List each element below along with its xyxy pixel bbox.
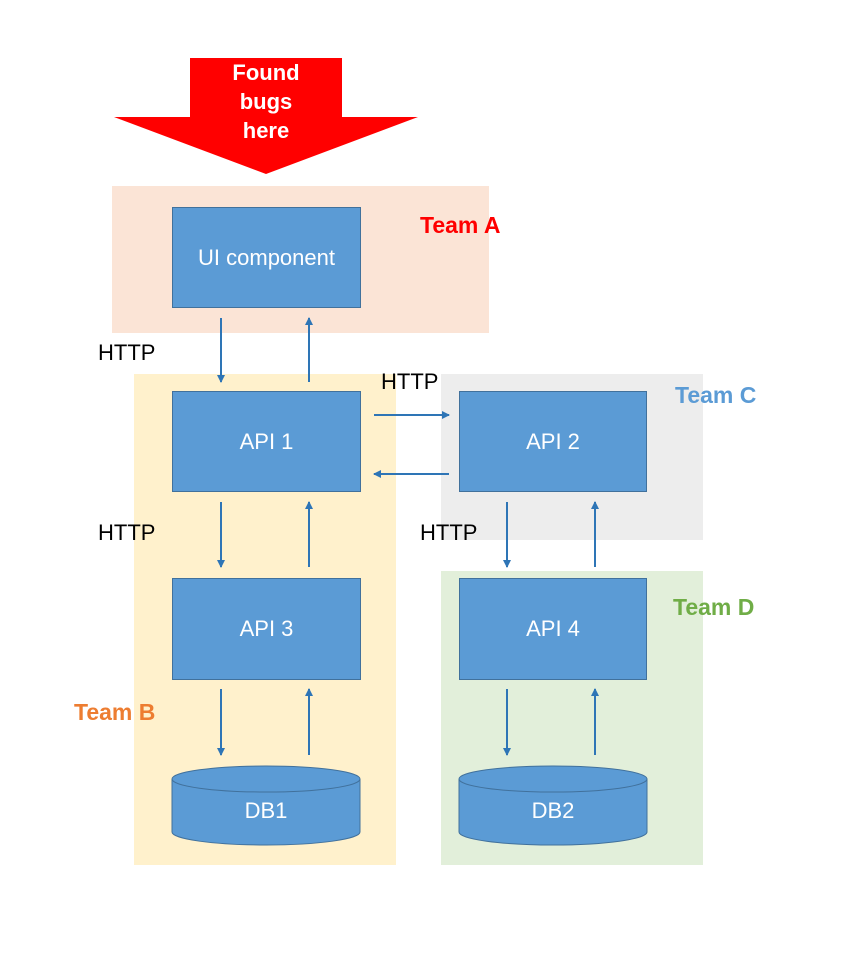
http-label-api2-api4: HTTP xyxy=(420,520,478,545)
team-c-label: Team C xyxy=(675,382,757,408)
api-1-label: API 1 xyxy=(239,428,294,454)
api-4-box: API 4 xyxy=(459,578,647,680)
callout-label: Found bugs here xyxy=(190,58,342,145)
api-3-box: API 3 xyxy=(172,578,361,680)
team-d-label: Team D xyxy=(673,594,755,620)
callout-line-2: bugs xyxy=(239,89,293,114)
db2-cylinder xyxy=(458,765,648,846)
api-4-label: API 4 xyxy=(526,616,580,641)
found-bugs-arrow-shape xyxy=(114,58,418,174)
api-2-box: API 2 xyxy=(459,391,647,492)
api-2-label: API 2 xyxy=(526,428,580,454)
api-1-box: API 1 xyxy=(172,391,361,492)
db1-cylinder xyxy=(171,765,361,846)
http-label-api1-api3: HTTP xyxy=(98,520,156,545)
team-a-label: Team A xyxy=(420,212,501,238)
ui-component-box: UI component xyxy=(172,207,361,308)
ui-component-label: UI component xyxy=(198,244,335,270)
callout-line-3: here xyxy=(242,118,290,143)
http-label-ui-api1: HTTP xyxy=(98,340,156,365)
http-label-api1-api2: HTTP xyxy=(381,369,439,394)
api-3-label: API 3 xyxy=(239,616,294,641)
db1-label: DB1 xyxy=(244,798,288,823)
callout-line-1: Found xyxy=(232,60,300,85)
team-b-label: Team B xyxy=(74,699,156,725)
db2-label: DB2 xyxy=(531,798,575,823)
